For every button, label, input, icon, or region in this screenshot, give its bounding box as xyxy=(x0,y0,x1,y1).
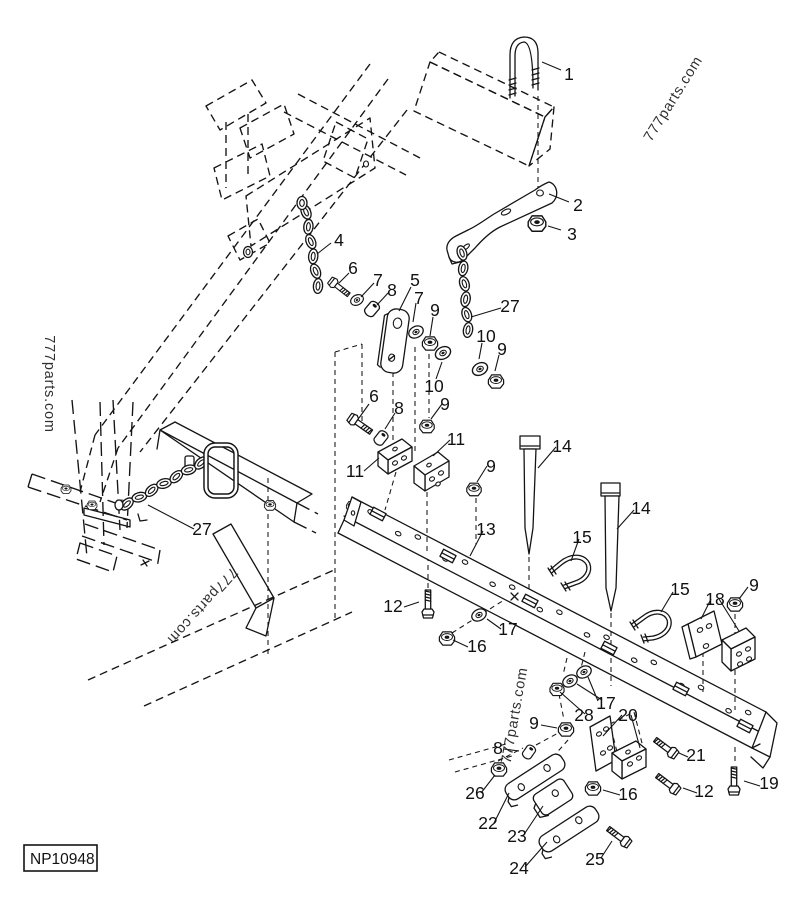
part-label-9: 9 xyxy=(440,394,450,414)
alignment-guides xyxy=(384,96,736,773)
drawing-number-box: NP10948 xyxy=(23,844,98,872)
part-label-10: 10 xyxy=(424,376,444,396)
part-bolt-19 xyxy=(727,766,741,796)
part-stake-14b xyxy=(600,482,621,612)
part-label-1: 1 xyxy=(564,64,574,84)
part-label-8: 8 xyxy=(394,398,404,418)
part-label-15: 15 xyxy=(670,579,689,599)
part-nut-9c xyxy=(419,419,435,434)
part-nut-9d xyxy=(466,482,482,497)
part-label-7: 7 xyxy=(373,270,383,290)
part-label-17: 17 xyxy=(596,693,615,713)
part-bracket-18a xyxy=(681,610,723,660)
part-nut-16a xyxy=(438,631,456,646)
part-plate-24 xyxy=(538,805,600,860)
part-label-15: 15 xyxy=(572,527,591,547)
part-label-4: 4 xyxy=(334,230,344,250)
part-bracket-11a xyxy=(377,438,413,475)
part-label-16: 16 xyxy=(618,784,637,804)
part-label-20: 20 xyxy=(618,705,638,725)
part-chain-27-left xyxy=(120,456,208,511)
part-washer-10b xyxy=(469,359,491,379)
part-label-16: 16 xyxy=(467,636,486,656)
part-bracket-20b xyxy=(611,740,647,780)
part-bolt-21 xyxy=(651,734,681,761)
watermark-text: 777parts.com xyxy=(641,53,706,144)
part-u-bolt-1 xyxy=(508,36,540,99)
part-label-27: 27 xyxy=(192,519,211,539)
part-label-9: 9 xyxy=(486,456,496,476)
part-label-9: 9 xyxy=(749,575,759,595)
part-label-6: 6 xyxy=(348,258,358,278)
part-bolt-6a xyxy=(326,275,353,300)
part-bar-13 xyxy=(337,496,778,769)
part-nut-26 xyxy=(490,762,508,777)
part-clip-15a xyxy=(547,554,592,592)
part-label-14: 14 xyxy=(631,498,651,518)
frame-lower-left xyxy=(27,399,359,637)
part-label-13: 13 xyxy=(476,519,495,539)
part-label-28: 28 xyxy=(574,705,593,725)
part-plate-22 xyxy=(504,753,566,808)
part-label-25: 25 xyxy=(585,849,604,869)
part-washer-7b xyxy=(406,322,426,342)
part-label-8: 8 xyxy=(493,738,503,758)
part-label-12: 12 xyxy=(694,781,713,801)
part-label-12: 12 xyxy=(383,596,402,616)
part-label-21: 21 xyxy=(686,745,705,765)
drawing-number: NP10948 xyxy=(30,851,95,868)
part-label-14: 14 xyxy=(552,436,572,456)
part-label-6: 6 xyxy=(369,386,379,406)
part-nut-9f xyxy=(557,722,575,737)
part-bracket-2 xyxy=(446,181,558,265)
part-bolt-12b xyxy=(653,770,683,797)
parts-layer xyxy=(114,36,778,860)
part-nut-9a xyxy=(421,336,439,351)
part-clip-15b xyxy=(629,609,672,644)
part-chain-4 xyxy=(300,204,324,295)
part-bolt-12a xyxy=(421,589,435,619)
part-nut-9b xyxy=(487,374,505,389)
part-label-17: 17 xyxy=(498,619,517,639)
part-block-23 xyxy=(532,778,574,819)
part-label-11: 11 xyxy=(346,461,364,481)
part-label-19: 19 xyxy=(759,773,778,793)
watermark-text: 777parts.com xyxy=(163,564,240,647)
part-bushing-8a xyxy=(362,298,382,320)
part-chain-hook xyxy=(114,442,239,511)
part-plate-5 xyxy=(376,308,410,374)
part-chain-27-top xyxy=(456,245,474,338)
part-bracket-11b xyxy=(413,451,450,492)
part-label-9: 9 xyxy=(430,300,440,320)
part-label-5: 5 xyxy=(410,270,420,290)
part-bushing-8b xyxy=(371,428,391,448)
part-plate-20 xyxy=(589,715,617,772)
part-label-26: 26 xyxy=(465,783,484,803)
part-label-18: 18 xyxy=(705,589,724,609)
watermark-text: 777parts.com xyxy=(41,335,57,432)
part-nut-9e xyxy=(726,597,744,612)
part-label-3: 3 xyxy=(567,224,577,244)
part-stake-14a xyxy=(519,435,541,555)
part-label-23: 23 xyxy=(507,826,526,846)
part-label-22: 22 xyxy=(478,813,497,833)
leader-lines xyxy=(147,61,761,868)
part-label-9: 9 xyxy=(497,339,507,359)
part-label-27: 27 xyxy=(500,296,519,316)
part-label-9: 9 xyxy=(529,713,539,733)
part-label-8: 8 xyxy=(387,280,397,300)
part-label-2: 2 xyxy=(573,195,583,215)
part-label-7: 7 xyxy=(414,288,424,308)
part-label-11: 11 xyxy=(447,429,465,449)
part-nut-3 xyxy=(527,215,547,232)
part-bracket-18b xyxy=(721,627,756,672)
part-label-24: 24 xyxy=(509,858,529,878)
part-label-10: 10 xyxy=(476,326,496,346)
part-nut-16b xyxy=(584,781,602,796)
part-bushing-8c xyxy=(520,742,538,762)
